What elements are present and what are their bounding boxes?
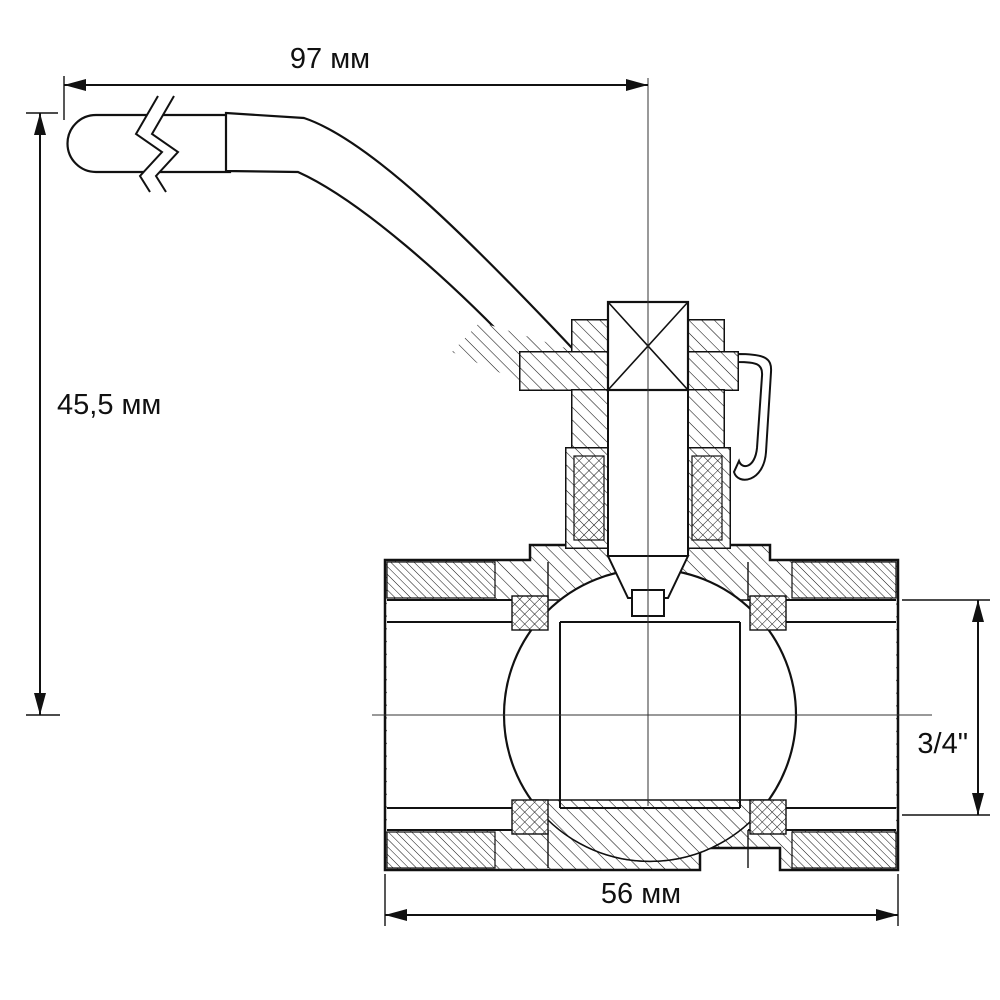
break-line-1 (134, 95, 164, 193)
thread-left-port (386, 561, 496, 869)
dimension-left: 45,5 мм (26, 112, 161, 716)
stem-packing-right (691, 455, 723, 541)
break-gap (136, 96, 178, 192)
ball-bottom-section (529, 799, 771, 863)
handle-arm (224, 111, 579, 358)
arrowhead (64, 79, 86, 91)
thread-right-port (791, 561, 897, 869)
dim-body-width-label: 56 мм (601, 878, 681, 910)
arrowhead (626, 79, 648, 91)
ball-seats (511, 595, 787, 835)
centerlines (372, 78, 932, 806)
dim-handle-length-label: 97 мм (290, 43, 370, 75)
stem-flange-hatch-left (571, 319, 609, 353)
dim-thread-size-label: 3/4" (917, 728, 968, 760)
arrowhead (972, 793, 984, 815)
handle-plate-hatch-left (519, 351, 609, 391)
gland-nut-hatch-right (687, 389, 725, 449)
break-line-2 (150, 95, 180, 193)
gland-nut-hatch-left (571, 389, 609, 449)
stem-flange-hatch-right (687, 319, 725, 353)
arrowhead (972, 600, 984, 622)
arrowhead (34, 113, 46, 135)
stem-packing-left (573, 455, 605, 541)
dimension-bottom: 56 мм (384, 874, 899, 926)
arrowhead (34, 693, 46, 715)
arrowhead (876, 909, 898, 921)
dimension-right: 3/4" (902, 599, 990, 816)
handle-hook (732, 352, 773, 481)
handle-plate-hatch-right (687, 351, 739, 391)
arrowhead (385, 909, 407, 921)
dimension-top: 97 мм (63, 43, 648, 120)
dim-overall-height-label: 45,5 мм (57, 389, 161, 421)
